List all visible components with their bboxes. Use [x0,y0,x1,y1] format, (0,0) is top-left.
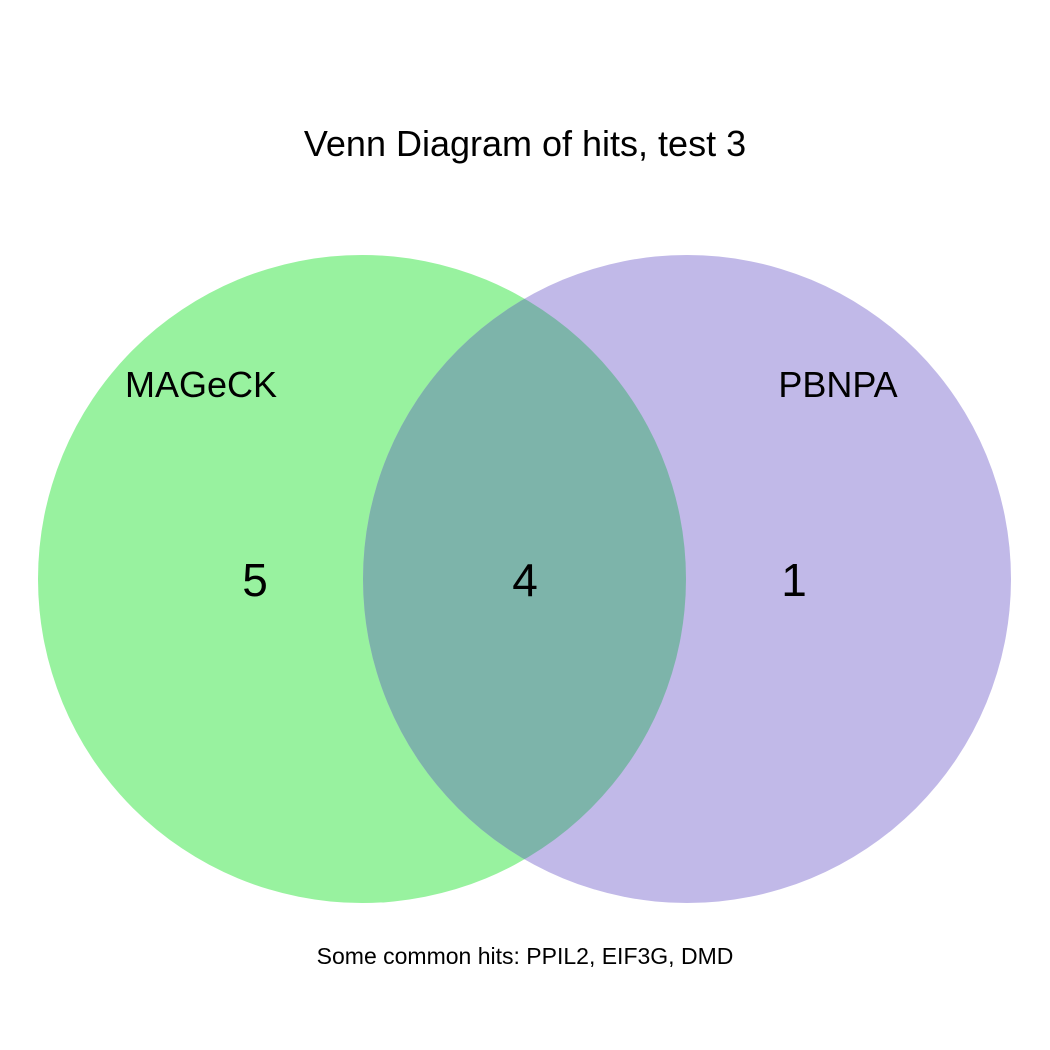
set-intersection [363,255,686,903]
count-mageck-only: 5 [242,554,268,606]
set-label-pbnpa: PBNPA [778,364,897,405]
count-intersection: 4 [512,554,538,606]
diagram-title: Venn Diagram of hits, test 3 [304,123,746,164]
caption-common-hits: Some common hits: PPIL2, EIF3G, DMD [317,943,734,969]
set-label-mageck: MAGeCK [125,364,277,405]
count-pbnpa-only: 1 [781,554,807,606]
